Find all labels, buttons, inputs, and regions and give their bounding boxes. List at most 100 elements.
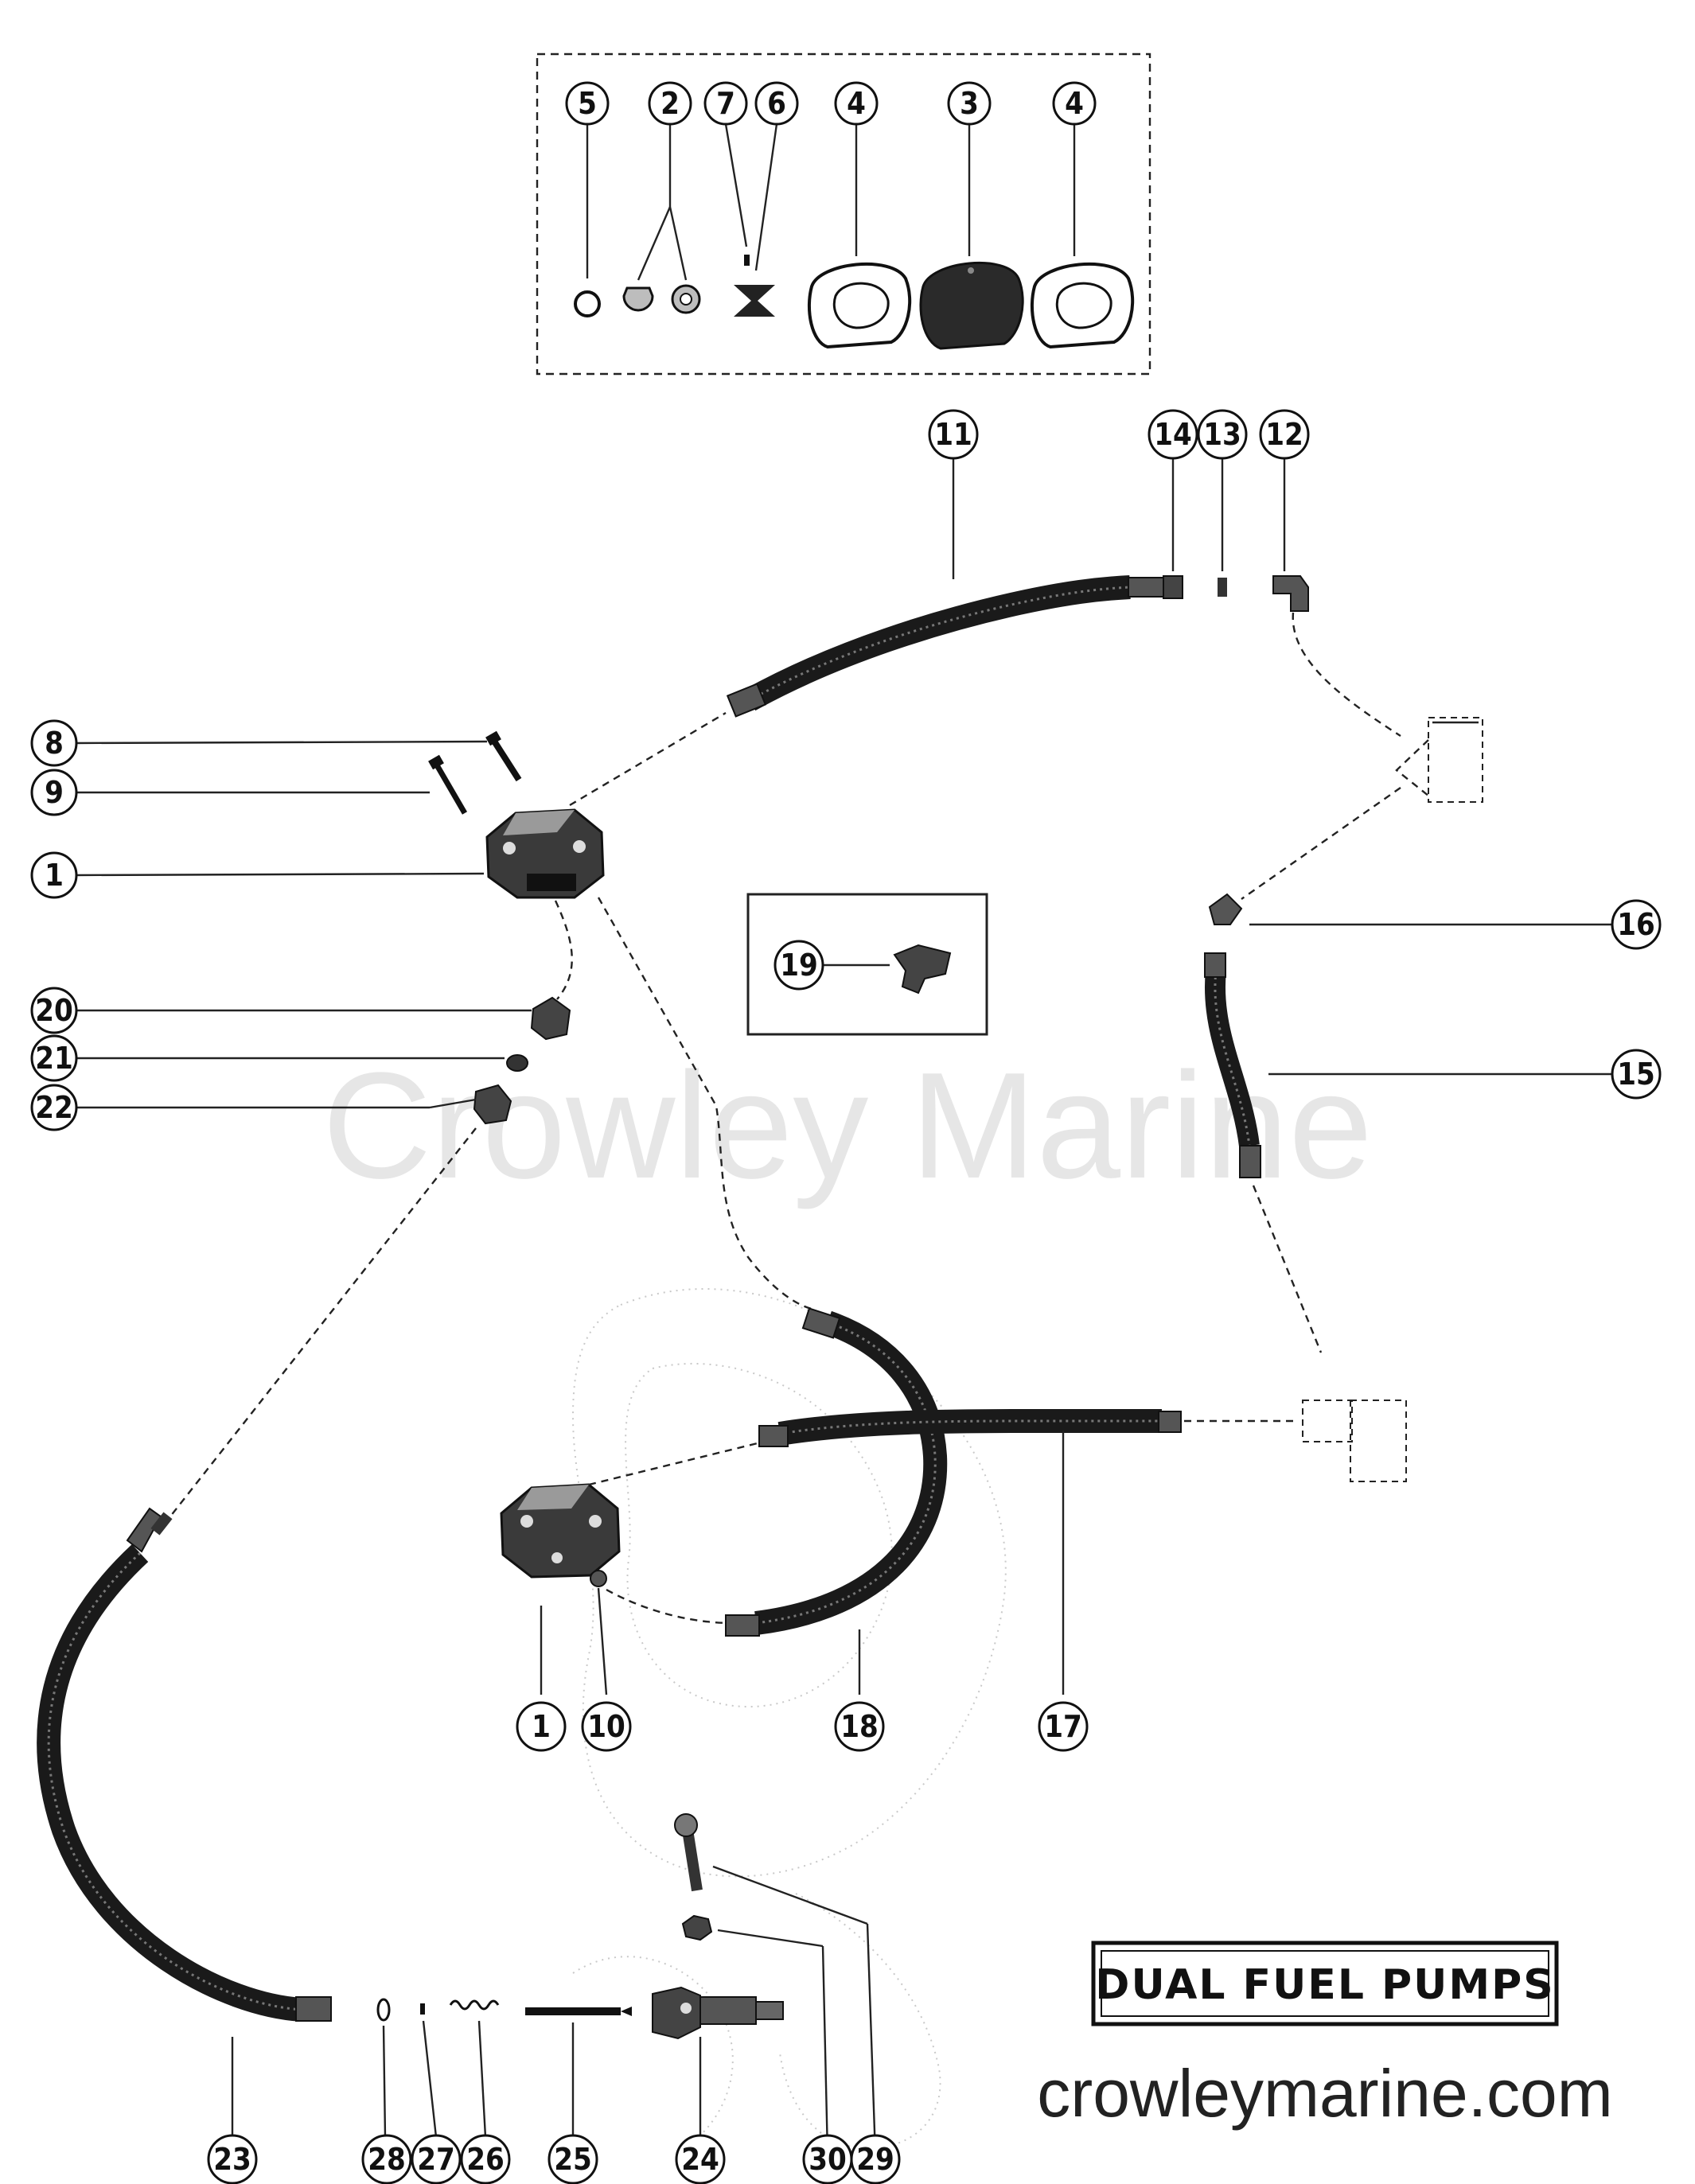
watermark-text: Crowley Marine: [322, 1041, 1373, 1210]
callout-22: 22: [30, 1084, 78, 1131]
svg-text:17: 17: [1044, 1709, 1082, 1744]
svg-text:30: 30: [809, 2142, 847, 2177]
callout-27: 27: [411, 2134, 462, 2184]
nut-22: [473, 1084, 512, 1125]
callout-30: 30: [802, 2134, 853, 2184]
callout-1: 1: [30, 851, 78, 899]
tee-fitting-19: [893, 944, 952, 995]
spring-26: [449, 1999, 500, 2011]
callout-29: 29: [850, 2134, 901, 2184]
callout-6: 6: [754, 81, 799, 126]
svg-text:5: 5: [578, 86, 597, 121]
svg-text:22: 22: [35, 1090, 73, 1125]
fuel-pump-upper: [485, 808, 605, 899]
inset-box-19: [746, 893, 988, 1036]
fitting-13: [1218, 578, 1227, 597]
callout-26: 26: [460, 2134, 511, 2184]
svg-text:4: 4: [847, 86, 866, 121]
fuel-hose-11: [743, 575, 1131, 711]
callout-15: 15: [1611, 1049, 1662, 1100]
callout-28: 28: [361, 2134, 412, 2184]
o-ring-part: [574, 290, 601, 317]
callout-7: 7: [703, 81, 748, 126]
svg-text:25: 25: [554, 2142, 592, 2177]
svg-text:1: 1: [532, 1709, 551, 1744]
callout-10: 10: [581, 1701, 632, 1752]
svg-text:8: 8: [45, 726, 64, 761]
svg-text:10: 10: [587, 1709, 625, 1744]
callout-11: 11: [928, 409, 979, 460]
washer-27: [420, 2003, 425, 2015]
diagram-title: DUAL FUEL PUMPS: [1095, 1961, 1554, 2009]
svg-text:27: 27: [417, 2142, 455, 2177]
callout-4b: 4: [1052, 81, 1097, 126]
svg-text:24: 24: [681, 2142, 719, 2177]
fitting-10: [590, 1570, 607, 1587]
elbow-fitting-12: [1272, 575, 1309, 612]
svg-text:23: 23: [213, 2142, 251, 2177]
o-ring-28: [376, 1998, 391, 2022]
callout-13: 13: [1197, 409, 1248, 460]
leader-lines: [72, 434, 1615, 2138]
callout-25: 25: [547, 2134, 598, 2184]
callout-16: 16: [1611, 899, 1662, 950]
callout-12: 12: [1259, 409, 1310, 460]
callout-5: 5: [565, 81, 610, 126]
callout-24: 24: [675, 2134, 726, 2184]
diaphragm-part: [919, 262, 1024, 350]
svg-text:18: 18: [840, 1709, 879, 1744]
svg-text:19: 19: [780, 948, 818, 983]
screw-29: [682, 1828, 703, 1892]
svg-text:13: 13: [1203, 417, 1241, 452]
callout-14: 14: [1148, 409, 1198, 460]
svg-text:21: 21: [35, 1041, 73, 1076]
callout-21: 21: [30, 1034, 78, 1082]
callout-18: 18: [834, 1701, 885, 1752]
gasket-21: [506, 1054, 528, 1072]
svg-text:14: 14: [1154, 417, 1192, 452]
svg-text:7: 7: [716, 86, 735, 121]
svg-text:15: 15: [1617, 1057, 1655, 1092]
svg-text:16: 16: [1617, 907, 1655, 942]
callout-17: 17: [1038, 1701, 1089, 1752]
fuel-hose-15: [1205, 969, 1260, 1147]
svg-text:29: 29: [856, 2142, 894, 2177]
fitting-14: [1163, 575, 1183, 599]
valve-retainer-part: [734, 285, 775, 317]
svg-text:2: 2: [660, 86, 680, 121]
seal-part: [622, 286, 654, 312]
callout-9: 9: [30, 769, 78, 816]
callout-20: 20: [30, 987, 78, 1034]
nut-30: [681, 1914, 713, 1941]
callout-3: 3: [947, 81, 992, 126]
callout-2: 2: [648, 81, 692, 126]
fuel-filter-outline: [1395, 717, 1483, 803]
svg-text:11: 11: [934, 417, 972, 452]
svg-text:6: 6: [767, 86, 786, 121]
callout-23: 23: [207, 2134, 258, 2184]
screw-part: [744, 255, 750, 266]
fitting-20: [530, 996, 571, 1041]
svg-text:20: 20: [35, 993, 73, 1028]
gasket-kit-box: [536, 53, 1151, 376]
svg-text:1: 1: [45, 858, 64, 893]
fuel-hose-23: [37, 1544, 304, 2022]
callout-19: 19: [773, 940, 824, 991]
screw-9: [433, 762, 468, 815]
diagram-title-box: DUAL FUEL PUMPS: [1091, 1941, 1559, 2026]
fuel-pump-lower: [500, 1483, 621, 1579]
tee-fitting-24: [652, 1986, 784, 2040]
svg-text:26: 26: [466, 2142, 505, 2177]
website-text: crowleymarine.com: [1037, 2056, 1613, 2131]
callout-8: 8: [30, 719, 78, 767]
callout-1b: 1: [516, 1701, 567, 1752]
screw-8: [490, 738, 522, 782]
svg-text:12: 12: [1265, 417, 1303, 452]
callout-4: 4: [834, 81, 879, 126]
fuel-hose-18: [754, 1310, 948, 1635]
svg-text:9: 9: [45, 775, 64, 810]
svg-text:4: 4: [1065, 86, 1084, 121]
svg-text:3: 3: [960, 86, 979, 121]
svg-text:28: 28: [368, 2142, 406, 2177]
